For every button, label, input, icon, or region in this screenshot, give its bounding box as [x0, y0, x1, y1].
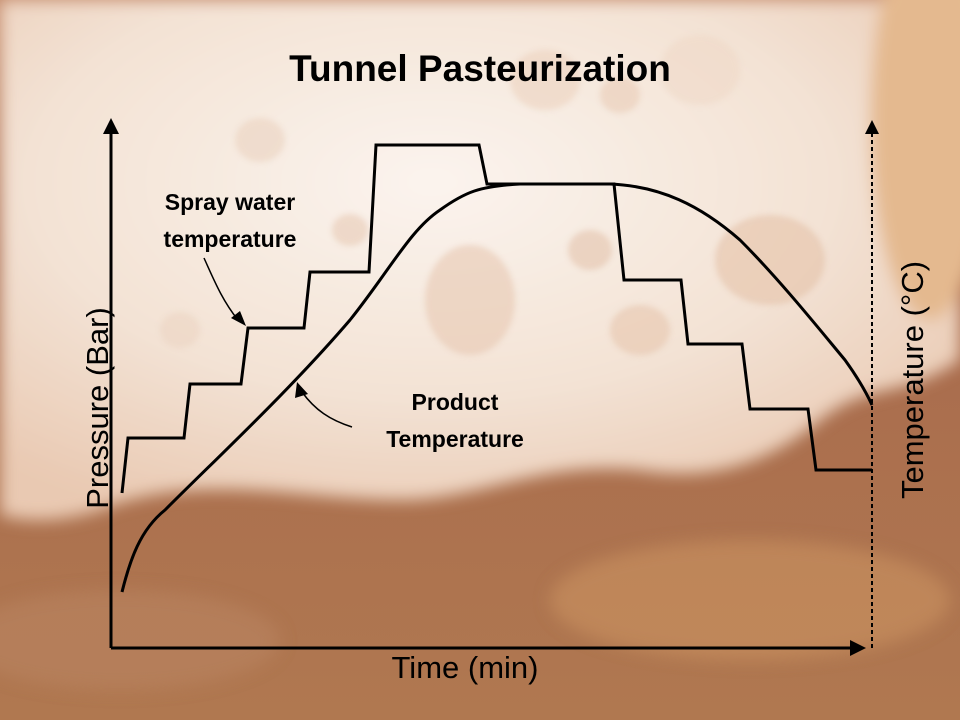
spray-annotation-line1: Spray water	[164, 189, 296, 215]
product-pointer-arrow-icon	[301, 391, 353, 428]
product-pointer-arrowhead-icon	[295, 382, 308, 398]
y-axis-left-label: Pressure (Bar)	[80, 307, 115, 509]
spray-water-temperature-line	[120, 143, 872, 494]
y-axis-right-arrowhead-icon	[865, 120, 879, 134]
y-axis-left-arrowhead-icon	[103, 118, 119, 134]
spray-pointer-arrow-icon	[203, 257, 239, 321]
x-axis-arrowhead-icon	[850, 640, 866, 656]
spray-annotation-line2: temperature	[163, 226, 297, 252]
product-temperature-annotation: Product Temperature	[340, 384, 570, 458]
spray-water-annotation: Spray water temperature	[120, 184, 340, 258]
x-axis-label: Time (min)	[391, 650, 539, 685]
spray-pointer-arrowhead-icon	[231, 311, 246, 326]
product-temperature-curve	[120, 182, 874, 593]
product-annotation-line2: Temperature	[386, 426, 524, 452]
diagram-title: Tunnel Pasteurization	[289, 48, 671, 89]
y-axis-right-label: Temperature (°C)	[895, 260, 930, 500]
product-annotation-line1: Product	[411, 389, 499, 415]
